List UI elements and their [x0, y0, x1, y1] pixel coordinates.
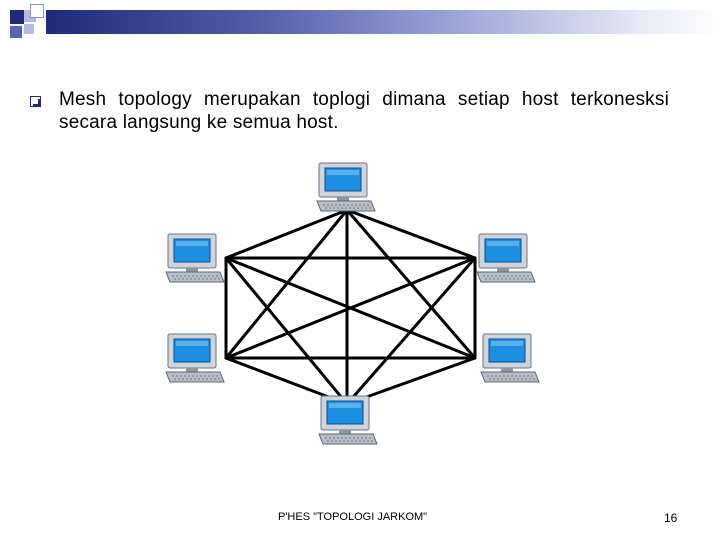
link-upperleft-bottom [224, 256, 349, 406]
corner-square-dark [10, 10, 24, 24]
corner-square-mid [10, 26, 22, 38]
host-top-icon [316, 162, 376, 212]
link-upperleft-top [224, 208, 349, 260]
link-top-upperright [345, 208, 477, 260]
mesh-links [224, 208, 477, 406]
footer-text: P'HES "TOPOLOGI JARKOM" [278, 511, 428, 523]
corner-square-outline [30, 4, 44, 18]
host-bottom-icon [318, 395, 378, 445]
header-gradient-bar [46, 10, 720, 34]
corner-square-small [24, 24, 34, 34]
bullet-text: Mesh topology merupakan toplogi dimana s… [59, 89, 669, 133]
host-lower-left-icon [165, 333, 225, 383]
page-number: 16 [664, 511, 678, 525]
link-upperright-lowerleft [224, 256, 477, 360]
link-top-lowerleft [224, 208, 349, 360]
link-upperright-bottom [345, 256, 477, 406]
host-upper-left-icon [165, 233, 225, 283]
host-upper-right-icon [476, 233, 536, 283]
bullet-marker-icon [30, 96, 41, 107]
host-lower-right-icon [480, 333, 540, 383]
